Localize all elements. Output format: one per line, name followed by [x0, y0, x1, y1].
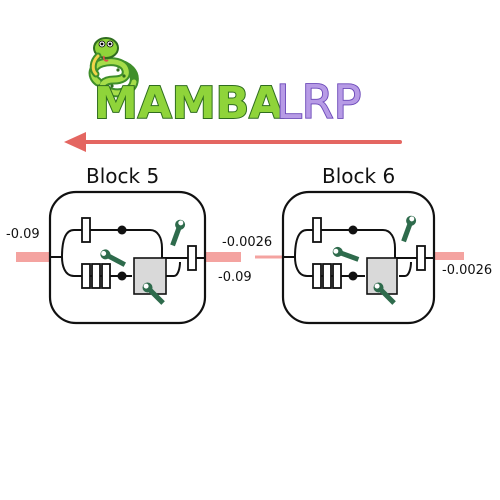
- value-block5-top: -0.0026: [222, 235, 272, 250]
- relevance-flow-output-block6: [434, 252, 464, 260]
- block-5-node-top: [117, 225, 127, 235]
- wrench-icon: [100, 249, 127, 267]
- relevance-flow-between-blocks: [205, 252, 241, 262]
- block-6-node-bottom: [348, 271, 358, 281]
- block-5-label: Block 5: [86, 164, 159, 188]
- block-5-gate-line: [166, 261, 181, 277]
- block-6-gate-line: [399, 261, 412, 277]
- block-6-linear-top: [312, 217, 322, 243]
- block-6-out-proj: [416, 245, 426, 271]
- block-5-node-bottom: [117, 271, 127, 281]
- block-5-conv: [91, 263, 101, 289]
- block-6-linear-bottom-1: [312, 263, 322, 289]
- block-6-node-top: [348, 225, 358, 235]
- block-5-lower-branch: [61, 256, 132, 277]
- title-mamba: MAMBA: [94, 78, 283, 129]
- value-block5-bottom: -0.09: [218, 270, 252, 285]
- block-5-ssm: [101, 263, 111, 289]
- wrench-icon: [142, 282, 165, 305]
- block-5-upper-branch: [61, 229, 163, 258]
- block-6: [281, 190, 436, 325]
- wrench-icon: [170, 219, 186, 247]
- title-lrp: LRP: [276, 75, 361, 129]
- wrench-icon: [373, 282, 396, 305]
- value-block6-output: -0.0026: [442, 263, 492, 278]
- relevance-flow-input-block5: [16, 252, 52, 262]
- block-6-label: Block 6: [322, 164, 395, 188]
- block-6-conv: [322, 263, 332, 289]
- block-6-lower-branch: [294, 256, 365, 277]
- block-5-linear-top: [81, 217, 91, 243]
- backward-arrow: [64, 132, 402, 152]
- block-5: [48, 190, 207, 325]
- value-block5-input: -0.09: [6, 227, 40, 242]
- block-6-upper-branch: [294, 229, 396, 258]
- block-5-out-proj: [187, 245, 197, 271]
- wrench-icon: [332, 246, 360, 262]
- block-6-ssm: [332, 263, 342, 289]
- snake-icon: [88, 37, 139, 98]
- block-5-linear-bottom-1: [81, 263, 91, 289]
- wrench-icon: [401, 215, 417, 243]
